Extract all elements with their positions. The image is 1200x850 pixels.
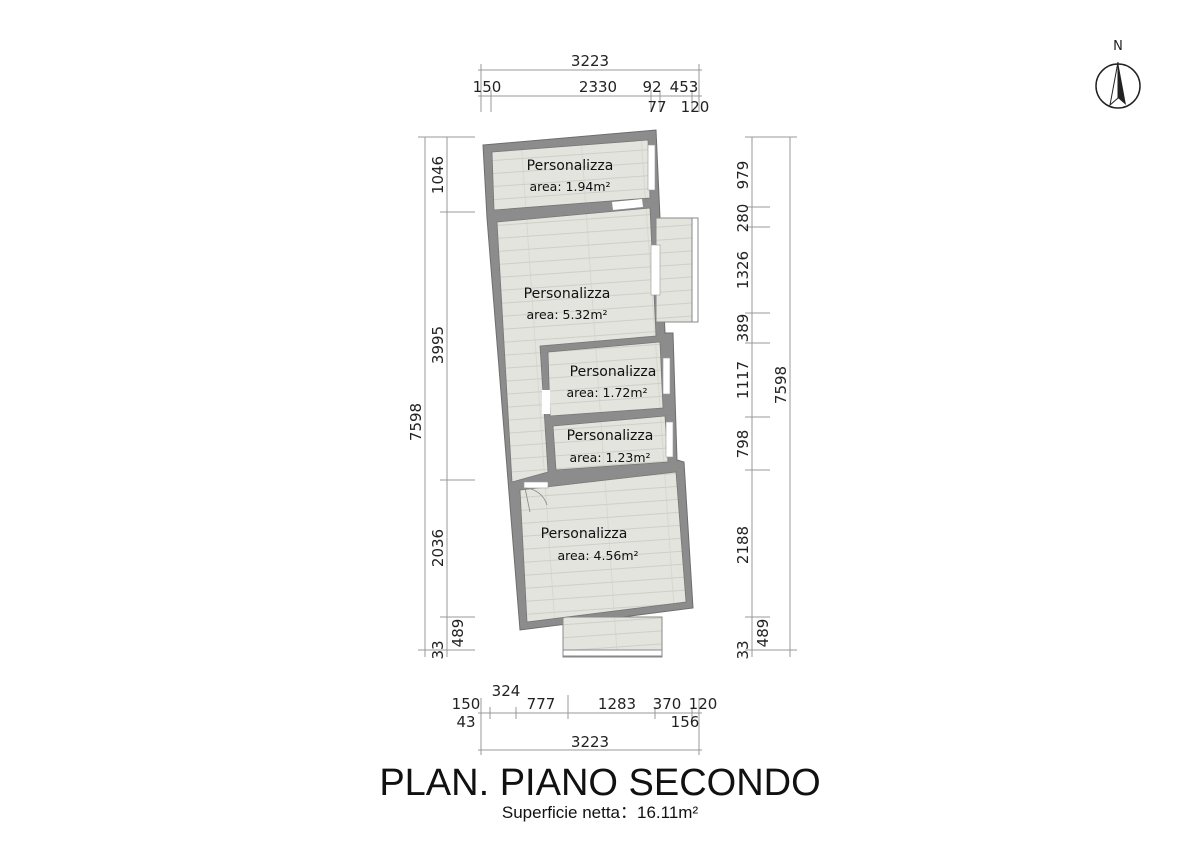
dim-right: 2188 [734,526,752,564]
dim-left: 2036 [429,529,447,567]
room-2 [496,207,657,483]
door-swing-icon [524,487,548,513]
dim-top: 92 [642,78,661,96]
rooms [491,139,687,623]
room-area: area: 1.72m² [566,385,647,400]
room-area: area: 4.56m² [557,548,638,563]
room-labels: Personalizza area: 1.94m² Personalizza a… [524,158,657,563]
balcony-bottom [562,616,663,658]
plan-title: PLAN. PIANO SECONDO [379,762,820,804]
right-dimensions: 7598 979 280 1326 389 1117 798 2188 489 … [734,136,797,660]
dim-right: 1326 [734,251,752,289]
dim-bottom: 370 [653,695,682,713]
dim-top-sub: 77 [647,98,666,116]
dim-bottom: 777 [527,695,556,713]
dim-top-total: 3223 [571,52,609,70]
room-1 [491,139,651,211]
room-name: Personalizza [527,158,614,174]
dim-left: 1046 [429,156,447,194]
room-5 [519,471,687,623]
dim-bottom: 150 [452,695,481,713]
dim-bottom-total: 3223 [571,733,609,751]
room-area: area: 1.23m² [569,450,650,465]
dim-left: 3995 [429,326,447,364]
dim-right: 33 [734,640,752,659]
bottom-dimensions: 150 324 777 1283 370 120 43 156 3223 [452,682,718,755]
dim-right: 389 [734,314,752,343]
dim-left: 489 [449,619,467,648]
balcony-right [655,217,699,323]
room-area: area: 1.94m² [529,179,610,194]
dim-left-total: 7598 [407,403,425,441]
north-arrow-icon: N [1095,39,1141,109]
left-dimensions: 7598 1046 3995 2036 489 33 [407,136,475,660]
dim-right: 280 [734,204,752,233]
room-area: area: 5.32m² [526,307,607,322]
dim-right: 979 [734,161,752,190]
top-dimensions: 3223 150 2330 92 453 77 120 [473,52,710,116]
north-label: N [1113,39,1123,54]
room-name: Personalizza [524,286,611,302]
dim-right-total: 7598 [772,366,790,404]
room-name: Personalizza [567,428,654,444]
room-4 [552,415,669,471]
dim-left: 33 [429,640,447,659]
dim-bottom: 324 [492,682,521,700]
dim-bottom: 1283 [598,695,636,713]
dim-top: 453 [670,78,699,96]
dim-right: 1117 [734,361,752,399]
dim-top-sub: 120 [681,98,710,116]
plan-subtitle: Superficie netta：16.11m² [502,803,699,822]
room-name: Personalizza [570,364,657,380]
dim-right: 489 [754,619,772,648]
dim-bottom: 120 [689,695,718,713]
dim-bottom-sub: 43 [456,713,475,731]
openings [523,144,674,513]
dim-right: 798 [734,430,752,459]
dim-bottom-sub: 156 [671,713,700,731]
room-name: Personalizza [541,526,628,542]
dim-top: 2330 [579,78,617,96]
dim-top: 150 [473,78,502,96]
